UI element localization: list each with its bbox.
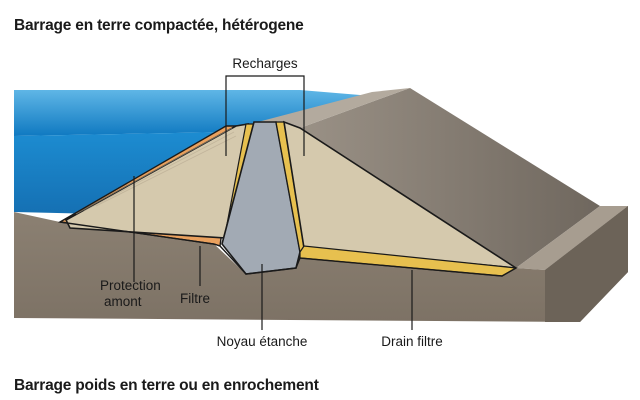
label-leader-lines [133,75,413,330]
diagram-title: Barrage en terre compactée, hétérogene [14,17,304,34]
label-noyau: Noyau étanche [217,334,308,349]
label-filtre: Filtre [180,291,210,306]
section-title: Barrage poids en terre ou en enrochement [14,377,319,394]
reservoir-water-surface [14,90,395,136]
label-protection-line2: amont [104,294,142,309]
ground-surface-right [516,206,628,270]
label-drain: Drain filtre [381,334,443,349]
ground-block [14,206,628,322]
base-outline [59,221,517,277]
downstream-embankment-slope [300,88,600,268]
riprap-texture [75,127,237,215]
recharges-bracket [225,75,305,156]
ground-side [545,206,628,322]
label-protection-line1: Protection [100,278,161,293]
label-recharges: Recharges [232,56,298,71]
dam-crest [250,88,410,128]
